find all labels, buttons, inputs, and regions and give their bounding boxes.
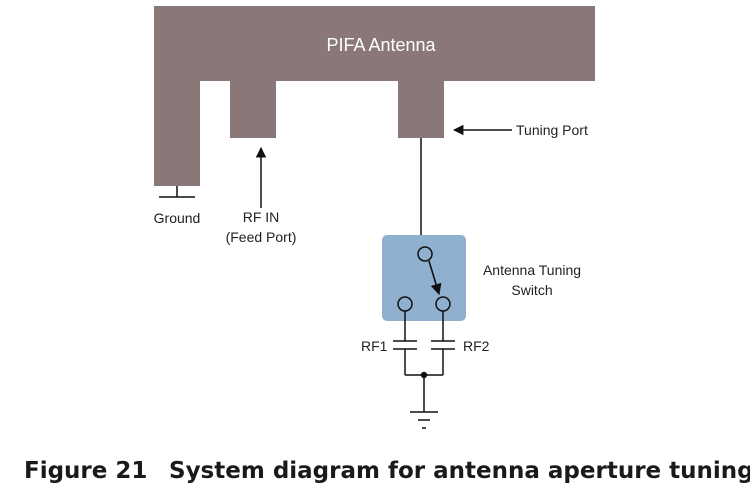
ground-label: Ground xyxy=(154,210,201,226)
switch-common-terminal xyxy=(417,246,433,262)
rf2-label: RF2 xyxy=(463,338,490,354)
rf1-label: RF1 xyxy=(361,338,388,354)
antenna-feed-leg xyxy=(230,80,276,138)
switch-label-line1: Antenna Tuning xyxy=(483,262,581,278)
antenna-tuning-diagram: PIFA Antenna Ground RF IN (Feed Port) Tu… xyxy=(154,6,595,429)
feed-port-label: (Feed Port) xyxy=(226,229,297,245)
tuning-port-label: Tuning Port xyxy=(516,122,588,138)
rf1-capacitor xyxy=(393,311,417,375)
figure-title: System diagram for antenna aperture tuni… xyxy=(169,458,750,484)
switch-body xyxy=(382,235,466,321)
switch-label-line2: Switch xyxy=(511,282,552,298)
figure-number: Figure 21 xyxy=(24,458,148,484)
antenna-tuning-leg xyxy=(398,80,444,138)
ground-connection xyxy=(405,374,443,429)
antenna-top-plate xyxy=(154,6,595,81)
figure-caption: Figure 21 System diagram for antenna aper… xyxy=(24,458,750,484)
junction-dot xyxy=(420,371,428,379)
antenna-tuning-switch xyxy=(382,235,466,321)
ground-leg-ground-symbol xyxy=(159,186,195,198)
antenna-ground-leg xyxy=(154,80,200,186)
rf2-capacitor xyxy=(431,311,455,375)
switch-throw-arrow xyxy=(428,260,442,296)
antenna-title: PIFA Antenna xyxy=(326,35,436,55)
rf-in-label: RF IN xyxy=(243,209,280,225)
pifa-antenna: PIFA Antenna xyxy=(154,6,595,186)
